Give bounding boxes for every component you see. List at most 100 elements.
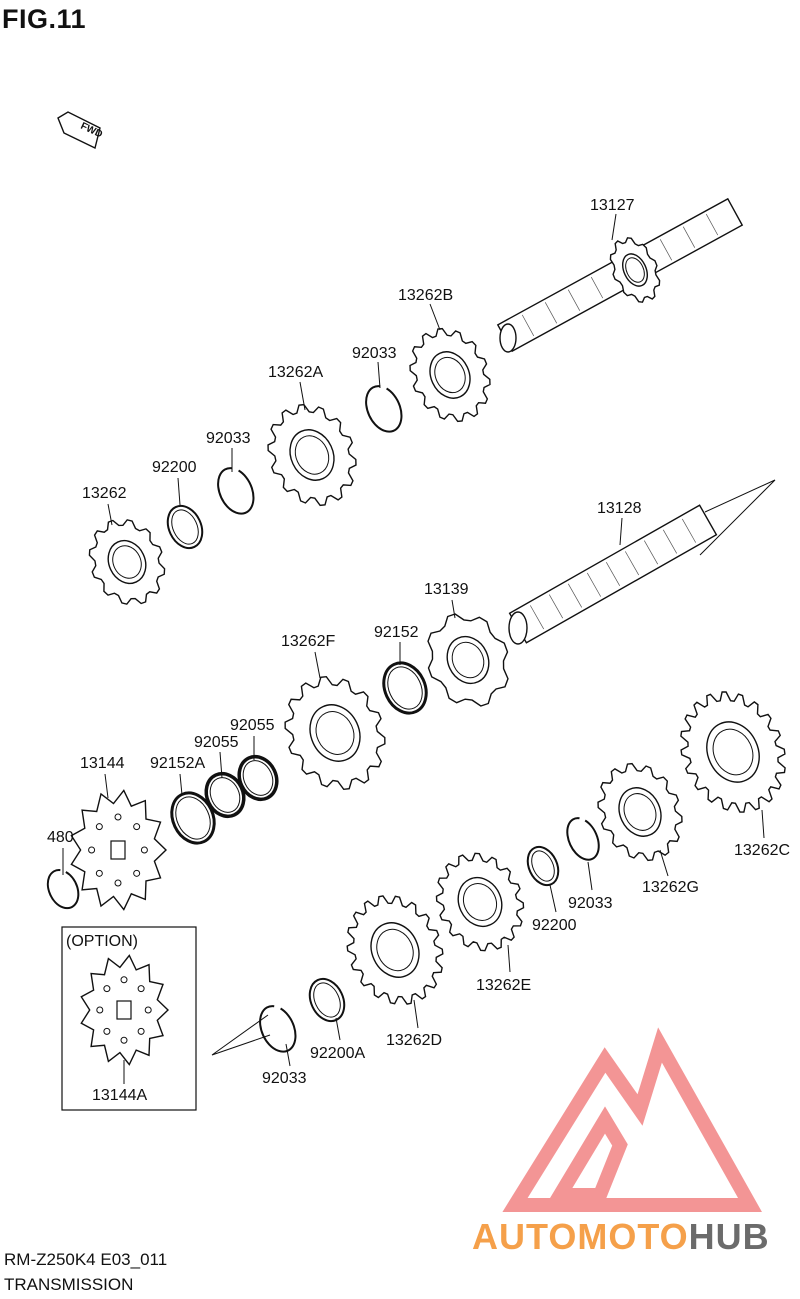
- label-13262C[interactable]: 13262C: [734, 842, 790, 859]
- watermark-part2: HUB: [688, 1216, 770, 1257]
- sprocket-13144-hole: [133, 869, 141, 877]
- option-box: [61, 926, 197, 1111]
- driveshaft-13128-spline: [529, 605, 545, 630]
- mainshaft-13127-spline: [544, 302, 558, 324]
- sprocket-13144A-center-spline: [116, 1000, 132, 1020]
- gear-13262B: [409, 327, 491, 423]
- gear-13262-bore: [112, 545, 142, 579]
- mainshaft-13127-spline: [659, 239, 673, 261]
- leader-92033-d: [285, 1043, 291, 1067]
- driveshaft-13128-spline: [548, 594, 564, 619]
- bush-92152-outer: [382, 661, 428, 715]
- leader-13262: [107, 503, 113, 526]
- sprocket-13144A-hole: [137, 985, 145, 993]
- washer-92200-a: [166, 504, 204, 550]
- sprocket-13144A-hole: [96, 1006, 104, 1014]
- sprocket-13144-hole: [133, 823, 141, 831]
- label-92200-b[interactable]: 92200: [532, 917, 577, 934]
- label-13262[interactable]: 13262: [82, 485, 127, 502]
- sprocket-13144A-hole: [120, 976, 128, 984]
- gear-13262E: [435, 852, 525, 952]
- gear-13262F-bore: [315, 711, 355, 755]
- sprocket-13144: [70, 789, 168, 911]
- label-13128[interactable]: 13128: [597, 500, 642, 517]
- leader-13262B: [429, 303, 441, 331]
- washer-92200-a-outer: [166, 504, 204, 550]
- driveshaft-13128-spline: [567, 583, 583, 608]
- sprocket-13144-hole: [140, 846, 148, 854]
- circlip-92033-d-arc: [259, 1005, 297, 1053]
- mainshaft-integral-gear-bore: [625, 257, 645, 283]
- label-92152[interactable]: 92152: [374, 624, 419, 641]
- bush-92152: [382, 661, 428, 715]
- gear-13262A: [267, 403, 357, 507]
- label-13262E[interactable]: 13262E: [476, 977, 531, 994]
- label-13262D[interactable]: 13262D: [386, 1032, 442, 1049]
- label-13262F[interactable]: 13262F: [281, 633, 335, 650]
- label-92152A[interactable]: 92152A: [150, 755, 205, 772]
- leader-13144: [104, 773, 109, 799]
- driveshaft-13128-spline: [662, 529, 678, 554]
- mainshaft-13127-spline: [682, 226, 696, 248]
- label-92033-b[interactable]: 92033: [206, 430, 251, 447]
- sprocket-13144A: [80, 954, 170, 1066]
- label-92033-d[interactable]: 92033: [262, 1070, 307, 1087]
- leader-13262E: [507, 944, 511, 973]
- mainshaft-13127-spline: [590, 276, 604, 299]
- circlip-480-arc: [46, 869, 80, 910]
- label-92033-a[interactable]: 92033: [352, 345, 397, 362]
- mainshaft-integral-gear-hub: [622, 253, 648, 287]
- bush-92152A: [170, 791, 216, 845]
- label-92055-b[interactable]: 92055: [230, 717, 275, 734]
- gear-13262B-bore: [434, 356, 466, 394]
- washer-92200A-outer: [308, 977, 346, 1023]
- driveshaft-13128-spline: [586, 572, 602, 597]
- sprocket-13144A-hole: [103, 1027, 111, 1035]
- label-13139[interactable]: 13139: [424, 581, 469, 598]
- driveshaft-13128-spline: [605, 562, 621, 586]
- sprocket-13144-hole: [114, 879, 122, 887]
- leader-13262F: [314, 651, 321, 679]
- mainshaft-integral-gear: [609, 237, 661, 303]
- sprocket-13144A-hole: [144, 1006, 152, 1014]
- label-13127[interactable]: 13127: [590, 197, 635, 214]
- label-92055-a[interactable]: 92055: [194, 734, 239, 751]
- label-13262A[interactable]: 13262A: [268, 364, 323, 381]
- label-13144A[interactable]: 13144A: [92, 1087, 147, 1104]
- gear-13262D-bore: [376, 928, 414, 972]
- sprocket-13144-hole: [95, 823, 103, 831]
- sprocket-13144A-hole: [103, 985, 111, 993]
- oring-92055-a-inner: [209, 777, 241, 813]
- gear-13262G: [597, 762, 683, 862]
- circlip-92033-b: [217, 467, 255, 515]
- label-13144[interactable]: 13144: [80, 755, 125, 772]
- circlip-92033-a: [365, 385, 403, 433]
- sprocket-13144A-hole: [120, 1036, 128, 1044]
- washer-92200A: [308, 977, 346, 1023]
- label-480[interactable]: 480: [47, 829, 74, 846]
- leader-13262A: [299, 381, 306, 411]
- label-92033-c[interactable]: 92033: [568, 895, 613, 912]
- bush-92152A-inner: [175, 796, 211, 840]
- sprocket-13144A-hole: [137, 1027, 145, 1035]
- label-13262G[interactable]: 13262G: [642, 879, 699, 896]
- gear-13262: [88, 519, 166, 605]
- washer-92200-a-inner: [171, 509, 199, 545]
- watermark-text: AUTOMOTOHUB: [472, 1216, 770, 1258]
- leader-13127: [611, 213, 617, 241]
- gear-13262C: [680, 691, 786, 813]
- figure-title: FIG.11: [2, 4, 87, 34]
- gear-13262D: [346, 895, 444, 1005]
- mainshaft-13127-spline: [521, 314, 535, 337]
- circlip-92033-c: [566, 817, 600, 861]
- label-92200-a[interactable]: 92200: [152, 459, 197, 476]
- leader-13262C: [761, 809, 765, 839]
- circlip-92033-c-arc: [566, 817, 600, 861]
- sprocket-13144-hole: [95, 869, 103, 877]
- fwd-arrow-icon: [57, 111, 101, 150]
- label-13262B[interactable]: 13262B: [398, 287, 453, 304]
- bush-92152A-outer: [170, 791, 216, 845]
- label-92200A[interactable]: 92200A: [310, 1045, 365, 1062]
- washer-92200-b-outer: [526, 845, 560, 887]
